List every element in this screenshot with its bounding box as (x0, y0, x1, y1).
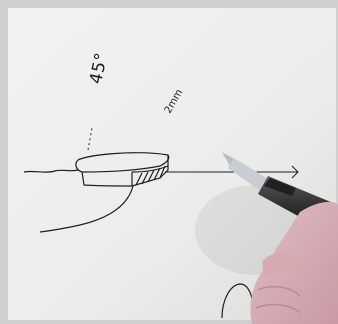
sketch-photo (0, 0, 338, 324)
photo-frame: 45° 2mm (0, 0, 338, 324)
